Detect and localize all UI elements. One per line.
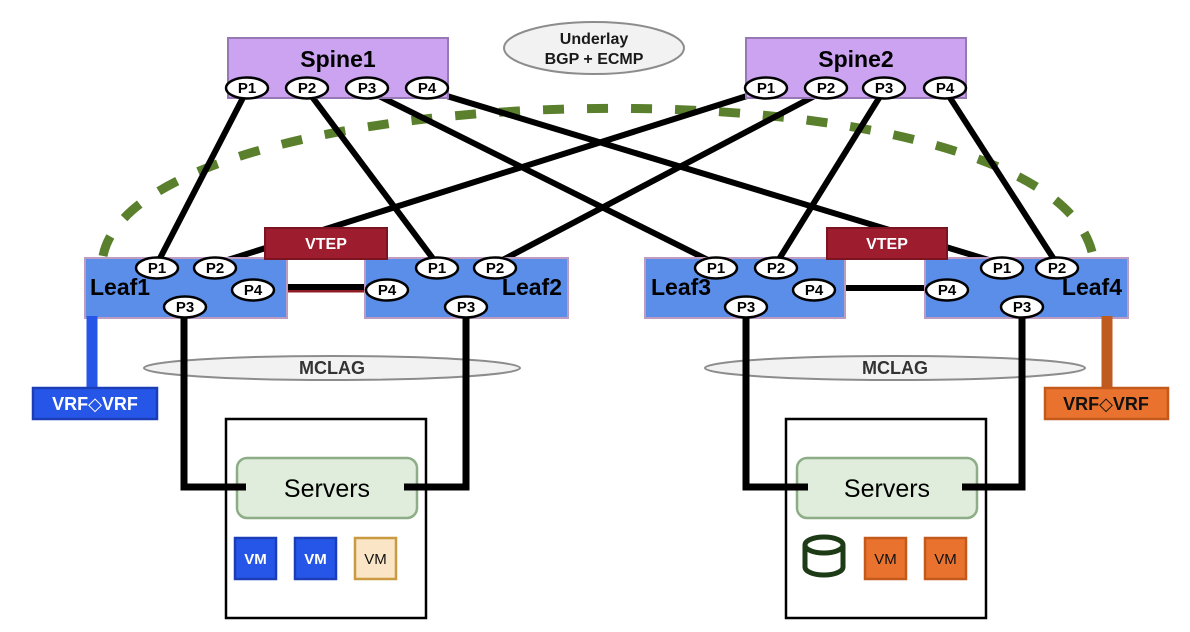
vm-orange-2: [923, 536, 968, 581]
database-cylinder-top: [802, 534, 846, 556]
spine1-port-p4-label: P4: [418, 80, 437, 97]
leaf3-port-p2: P2: [753, 256, 799, 280]
leaf2-port-p3-label: P3: [457, 299, 475, 316]
leaf1-port-p2-label: P2: [206, 260, 224, 277]
link-spine2p4-leaf4p2: [942, 88, 1060, 266]
leaf4-port-p1: P1: [979, 256, 1025, 280]
leaf2-port-p1-label: P1: [428, 260, 446, 277]
underlay-ellipse: [503, 21, 685, 75]
leaf2-port-p2: P2: [472, 256, 518, 280]
vrf-right-label: VRF◇VRF: [1063, 394, 1149, 414]
spine1-label: Spine1: [300, 46, 376, 72]
servers-right-label: Servers: [844, 475, 930, 503]
spine2-port-p4-label: P4: [936, 80, 955, 97]
spine2-port-p4: P4: [922, 76, 968, 100]
spine1-port-p4: P4: [404, 76, 450, 100]
vtep-left-label: VTEP: [305, 236, 347, 253]
conn-leaf1p3-servers: [180, 312, 246, 491]
underlay-label-line1: Underlay: [560, 31, 629, 48]
leaf4-port-p1-label: P1: [993, 260, 1011, 277]
leaf2-label: Leaf2: [502, 274, 562, 300]
leaf3-port-p1-label: P1: [707, 260, 725, 277]
vm-blue-1-label: VM: [244, 551, 267, 568]
leaf4-port-p4: P4: [924, 278, 970, 302]
vm-blue-1: [233, 536, 278, 581]
spine2-port-p1: P1: [743, 76, 789, 100]
leaf3-port-p1: P1: [693, 256, 739, 280]
conn-leaf2p3-servers: [404, 312, 470, 491]
leaf2-port-p1: P1: [414, 256, 460, 280]
vxlan-tunnel-arc: [98, 103, 1097, 257]
leaf4-label: Leaf4: [1062, 274, 1122, 300]
leaf2-port-p3: P3: [443, 295, 489, 319]
mclag-right-ellipse: [704, 355, 1086, 381]
conn-leaf3p3-servers: [742, 312, 808, 491]
spine1-port-p3: P3: [344, 76, 390, 100]
link-spine1p2-leaf2p1: [304, 88, 440, 266]
spine2-port-p2: P2: [803, 76, 849, 100]
leaf1-port-p3-label: P3: [176, 299, 194, 316]
leaf1-label: Leaf1: [90, 274, 150, 300]
leaf3-port-p3-label: P3: [737, 299, 755, 316]
leaf1-port-p3: P3: [162, 295, 208, 319]
spine2-port-p2-label: P2: [817, 80, 835, 97]
leaf1-port-p1: P1: [134, 256, 180, 280]
leaf3-port-p3: P3: [723, 295, 769, 319]
mclag-right-label: MCLAG: [862, 358, 928, 378]
vrf-right-box: [1043, 386, 1170, 421]
spine2-port-p1-label: P1: [757, 80, 775, 97]
spine1-port-p1-label: P1: [238, 80, 256, 97]
vm-blue-2: [293, 536, 338, 581]
leaf4-port-p4-label: P4: [938, 282, 957, 299]
link-spine1p3-leaf3p1: [365, 87, 718, 267]
leaf2-port-p4: P4: [364, 278, 410, 302]
link-spine2p3-leaf3p2: [773, 88, 887, 266]
vm-orange-2-label: VM: [934, 551, 957, 568]
spine1-port-p3-label: P3: [358, 80, 376, 97]
leaf4-port-p2-label: P2: [1048, 260, 1066, 277]
spine1-port-p1: P1: [224, 76, 270, 100]
vrf-left-box: [31, 386, 159, 421]
mclag-left-label: MCLAG: [299, 358, 365, 378]
leaf1-port-p2: P2: [192, 256, 238, 280]
leaf2-port-p2-label: P2: [486, 260, 504, 277]
leaf1-port-p4-label: P4: [244, 282, 263, 299]
leaf1-port-p1-label: P1: [148, 260, 166, 277]
spine2-port-p3: P3: [861, 76, 907, 100]
underlay-label-line2: BGP + ECMP: [545, 51, 644, 68]
link-spine2p2-leaf2p2: [493, 87, 828, 267]
leaf3-port-p4: P4: [791, 278, 837, 302]
spine2-label: Spine2: [818, 46, 893, 72]
leaf3-port-p4-label: P4: [805, 282, 824, 299]
vtep-left-box: [264, 227, 388, 260]
spine1-port-p2: P2: [284, 76, 330, 100]
vm-tan: [353, 536, 398, 581]
leaf3-port-p2-label: P2: [767, 260, 785, 277]
vtep-right-box: [826, 227, 948, 260]
spine2-port-p3-label: P3: [875, 80, 893, 97]
leaf4-port-p3: P3: [999, 295, 1045, 319]
leaf2-port-p4-label: P4: [378, 282, 397, 299]
vm-tan-label: VM: [364, 551, 387, 568]
leaf4-port-p3-label: P3: [1013, 299, 1031, 316]
servers-left-label: Servers: [284, 475, 370, 503]
mclag-left-ellipse: [143, 355, 521, 381]
vm-orange-1: [863, 536, 908, 581]
vtep-right-label: VTEP: [866, 236, 908, 253]
vm-orange-1-label: VM: [874, 551, 897, 568]
leaf1-port-p4: P4: [230, 278, 276, 302]
vm-blue-2-label: VM: [304, 551, 327, 568]
leaf4-port-p2: P2: [1034, 256, 1080, 280]
link-spine1p1-leaf1p1: [154, 88, 250, 266]
vrf-left-label: VRF◇VRF: [52, 394, 138, 414]
spine1-port-p2-label: P2: [298, 80, 316, 97]
leaf3-label: Leaf3: [651, 274, 711, 300]
conn-leaf4p3-servers: [962, 312, 1026, 491]
